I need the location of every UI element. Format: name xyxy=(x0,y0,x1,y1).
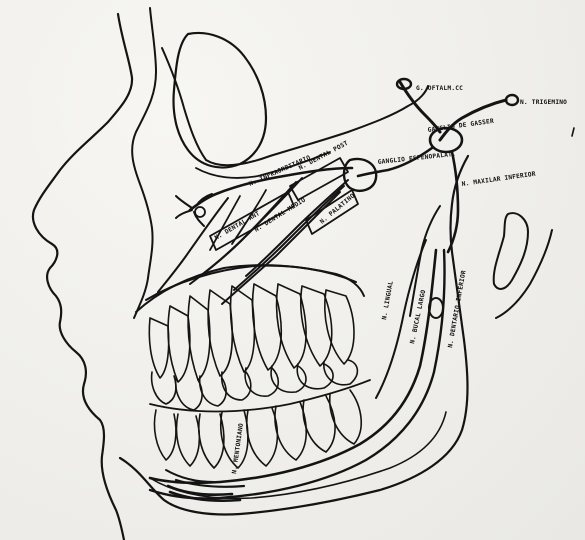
label-n-trigemino: N. TRIGEMINO xyxy=(520,99,567,106)
trigeminal-nerve-end xyxy=(506,95,518,105)
label-n-maxilar-inferior: N. MAXILAR INFERIOR xyxy=(461,171,536,188)
mandibular-foramen xyxy=(429,298,443,318)
styloid-process xyxy=(496,230,552,318)
infraorbital-foramen xyxy=(195,207,205,217)
label-g-oftalmico: G. OFTALM.CC xyxy=(416,85,463,92)
upper-teeth xyxy=(149,284,357,410)
label-ganglio-esfenopalatino: GANGLIO ESFENOPALAT. xyxy=(377,151,456,166)
label-n-lingual: N. LINGUAL xyxy=(381,280,395,320)
label-n-mentoniano: N. MENTONIANO xyxy=(231,423,245,475)
upper-dental-nerve-bundle xyxy=(158,178,348,304)
mandibular-condyle xyxy=(494,213,528,289)
orbit-outline xyxy=(174,33,266,168)
facial-profile-outline xyxy=(33,14,132,540)
zygomatic-arch xyxy=(162,48,428,165)
skull-maxilla-outline xyxy=(132,8,156,318)
lower-teeth xyxy=(154,390,361,468)
small-mark xyxy=(572,128,574,136)
